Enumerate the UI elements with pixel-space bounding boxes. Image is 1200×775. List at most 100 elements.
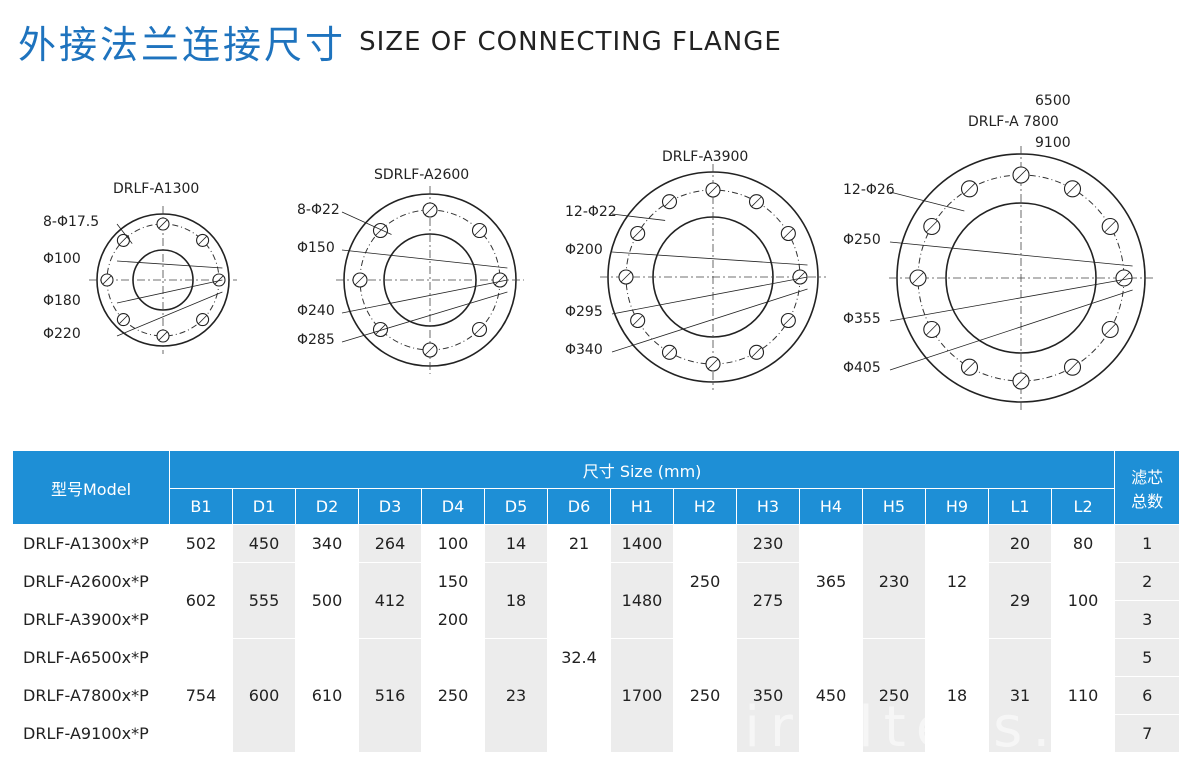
table-cell: 5 [1114, 638, 1181, 677]
table-cell: 6 [1114, 676, 1181, 715]
table-cell: 100 [421, 524, 485, 563]
table-cell: 31 [988, 638, 1052, 753]
table-cell: 80 [1050, 524, 1116, 563]
bolt-hole-mark [424, 204, 436, 216]
bolt-hole-mark [1118, 272, 1130, 284]
table-cell: 450 [232, 524, 296, 563]
table-cell: 516 [358, 638, 422, 753]
flange-4-dia-2: Φ355 [843, 311, 881, 327]
title-english: SIZE OF CONNECTING FLANGE [359, 26, 782, 57]
col-header: D1 [232, 488, 296, 525]
bolt-hole-mark [707, 358, 719, 370]
table-cell: 100 [1050, 562, 1116, 639]
inner-circle [945, 202, 1097, 354]
table-row: DRLF-A3900x*P 200 3 [12, 600, 1181, 639]
bolt-hole-mark [751, 196, 762, 207]
bolt-hole-mark [783, 228, 794, 239]
table-cell: 12 [925, 524, 989, 639]
flange-drawing-1: DRLF-A1300 8-Φ17.5 Φ100 Φ180 Φ220 [43, 181, 199, 342]
table-row: DRLF-A1300x*P 502 450 340 264 100 14 21 … [12, 524, 1181, 639]
table-cell: 340 [295, 524, 359, 563]
bolt-hole-mark [474, 225, 485, 236]
bolt-hole-mark [794, 271, 806, 283]
flange-4-model-line-2: DRLF-A 7800 [968, 114, 1059, 130]
header-count-line-2: 总数 [1131, 491, 1164, 511]
leader-line [611, 213, 666, 221]
model-cell: DRLF-A2600x*P [12, 562, 170, 601]
table-cell: 1400 [610, 524, 674, 563]
bolt-hole-mark [707, 184, 719, 196]
flange-4-bolt-label: 12-Φ26 [843, 182, 895, 198]
bolt-hole-mark [664, 196, 675, 207]
table-cell: 110 [1050, 638, 1116, 753]
flange-4-geometry [889, 146, 1153, 410]
table-cell: 7 [1114, 714, 1181, 753]
bolt-hole-mark [118, 235, 128, 245]
col-header: H2 [673, 488, 737, 525]
bolt-hole-mark [198, 315, 208, 325]
table-cell: 412 [358, 562, 422, 639]
bolt-hole-mark [102, 275, 112, 285]
table-cell: 275 [736, 562, 800, 639]
table-cell: 18 [925, 638, 989, 753]
page-title: 外接法兰连接尺寸 SIZE OF CONNECTING FLANGE [18, 14, 782, 69]
leader-line [611, 288, 808, 353]
col-header: H5 [862, 488, 926, 525]
bolt-hole-mark [375, 225, 386, 236]
table-cell: 2 [1114, 562, 1181, 601]
col-header: B1 [169, 488, 233, 525]
leader-line [116, 291, 223, 337]
table-cell: 250 [673, 638, 737, 753]
table-cell: 1 [1114, 524, 1181, 563]
bolt-hole-mark [925, 220, 938, 233]
flange-3-geometry [600, 164, 826, 390]
table-cell: 250 [862, 638, 926, 753]
flange-2-model: SDRLF-A2600 [374, 167, 469, 183]
bolt-hole-mark [783, 315, 794, 326]
table-row: DRLF-A9100x*P 7 [12, 714, 1181, 753]
bolt-hole-mark [664, 347, 675, 358]
header-size: 尺寸 Size (mm) [168, 450, 1116, 489]
title-chinese: 外接法兰连接尺寸 [18, 23, 347, 67]
leader-line [889, 289, 1133, 371]
leader-line [116, 279, 223, 304]
model-cell: DRLF-A6500x*P [12, 638, 170, 677]
flange-1-bolt-label: 8-Φ17.5 [43, 214, 99, 230]
bolt-hole-mark [925, 323, 938, 336]
flange-drawing-3: DRLF-A3900 12-Φ22 Φ200 Φ295 Φ340 [565, 149, 748, 358]
bolt-hole-mark [1104, 220, 1117, 233]
bolt-hole-mark [198, 235, 208, 245]
flange-3-model: DRLF-A3900 [662, 149, 748, 165]
bolt-hole-mark [632, 228, 643, 239]
bolt-hole-mark [620, 271, 632, 283]
table-cell: 500 [295, 562, 359, 639]
table-row: DRLF-A2600x*P 602 555 500 412 150 18 32.… [12, 562, 1181, 753]
col-header: L2 [1050, 488, 1116, 525]
bolt-hole-mark [158, 331, 168, 341]
leader-line [889, 277, 1133, 322]
leader-line [341, 279, 508, 314]
flange-3-dia-3: Φ340 [565, 342, 603, 358]
flange-3-dia-2: Φ295 [565, 304, 603, 320]
flange-1-geometry [89, 206, 237, 354]
bolt-hole-mark [963, 182, 976, 195]
col-header: H1 [610, 488, 674, 525]
flange-2-bolt-label: 8-Φ22 [297, 202, 340, 218]
leader-line [341, 291, 508, 343]
table-cell: 230 [862, 524, 926, 639]
table-cell: 1480 [610, 562, 674, 639]
table-cell: 365 [799, 524, 863, 639]
bolt-hole-mark [494, 274, 506, 286]
flange-3-bolt-label: 12-Φ22 [565, 204, 617, 220]
flange-4-model-line-3: 9100 [1035, 135, 1071, 151]
table-cell: 450 [799, 638, 863, 753]
flange-2-dia-2: Φ240 [297, 303, 335, 319]
model-cell: DRLF-A1300x*P [12, 524, 170, 563]
col-header: H4 [799, 488, 863, 525]
inner-circle [383, 233, 477, 327]
bolt-hole-mark [912, 272, 924, 284]
leader-line [341, 211, 392, 235]
flange-1-dia-1: Φ100 [43, 251, 81, 267]
flange-2-dia-3: Φ285 [297, 332, 335, 348]
leader-line [341, 249, 508, 269]
